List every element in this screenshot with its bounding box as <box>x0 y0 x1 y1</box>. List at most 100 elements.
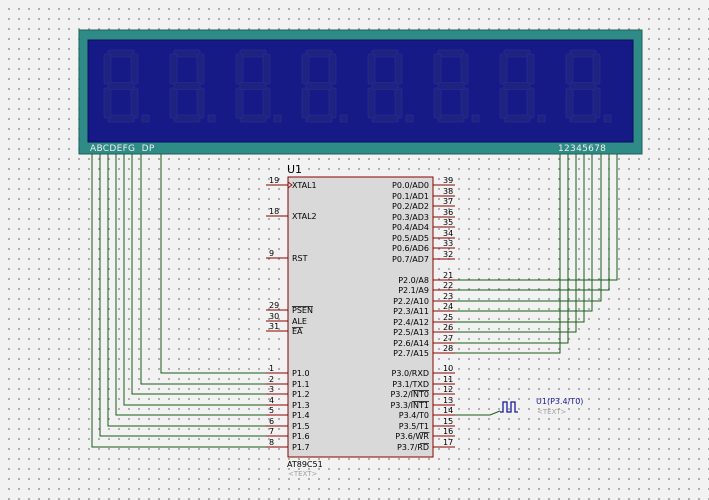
pin-name: P1.6 <box>292 432 310 441</box>
digit-5-segment-c <box>394 87 403 119</box>
digit-3-segment-a <box>239 49 267 58</box>
digit-5-segment-g <box>371 82 399 90</box>
generator-label: U1(P3.4/T0) <box>536 397 583 406</box>
digit-8-segment-e <box>565 87 574 119</box>
digit-8-segment-b <box>592 53 601 85</box>
wire-p2-5 <box>455 154 577 333</box>
pin-number: 34 <box>443 229 453 238</box>
digit-6-segment-d <box>437 114 465 123</box>
pin-p1-4[interactable]: 5P1.4 <box>266 406 310 420</box>
digit-2 <box>169 49 216 123</box>
pin-number: 15 <box>443 417 453 426</box>
wire-p1-7 <box>91 154 266 448</box>
pin-p1-7[interactable]: 8P1.7 <box>266 438 310 452</box>
digit-3-segment-e <box>235 87 244 119</box>
wire-p2-3 <box>455 154 593 312</box>
pin-name: EA <box>292 327 303 336</box>
digit-7-segment-f <box>499 53 508 85</box>
digit-6-decimal-point <box>471 114 480 123</box>
clock-generator[interactable]: U1(P3.4/T0) <TEXT> <box>500 397 583 416</box>
wire-p1-4 <box>115 154 266 416</box>
digit-3-segment-b <box>262 53 271 85</box>
pin-p1-2[interactable]: 3P1.2 <box>266 385 310 399</box>
digit-7-segment-a <box>503 49 531 58</box>
pin-p1-1[interactable]: 2P1.1 <box>266 375 310 389</box>
pin-number: 9 <box>269 249 274 258</box>
pin-p1-5[interactable]: 6P1.5 <box>266 417 310 431</box>
wire-p2-2 <box>455 154 602 302</box>
pin-name: P1.3 <box>292 401 310 410</box>
pin-number: 29 <box>269 301 279 310</box>
pin-number: 31 <box>269 322 279 331</box>
digit-5-segment-f <box>367 53 376 85</box>
chip-body[interactable] <box>287 176 434 458</box>
pin-p1-6[interactable]: 7P1.6 <box>266 427 310 441</box>
pin-number: 36 <box>443 208 453 217</box>
pin-number: 1 <box>269 364 274 373</box>
pin-name: P1.7 <box>292 443 310 452</box>
pin-p1-3[interactable]: 4P1.3 <box>266 396 310 410</box>
digit-6 <box>433 49 480 123</box>
digit-1-decimal-point <box>141 114 150 123</box>
pin-name: P2.4/A12 <box>393 318 429 327</box>
wire-p1-1 <box>140 154 266 385</box>
pin-p1-0[interactable]: 1P1.0 <box>266 364 310 378</box>
pin-name: P3.6/WR <box>395 432 429 441</box>
wire-p1-2 <box>131 154 266 395</box>
wire-p2-7 <box>455 154 561 354</box>
digit-6-segment-a <box>437 49 465 58</box>
pin-name: P2.7/A15 <box>393 349 429 358</box>
digit-6-segment-b <box>460 53 469 85</box>
digit-4-segment-c <box>328 87 337 119</box>
display-digits <box>103 49 612 123</box>
digit-4-segment-f <box>301 53 310 85</box>
pin-number: 27 <box>443 334 453 343</box>
seven-segment-display[interactable]: ABCDEFG DP 12345678 <box>78 29 643 155</box>
digit-1-segment-b <box>130 53 139 85</box>
chip-text-placeholder: <TEXT> <box>288 470 318 478</box>
microcontroller-u1[interactable]: U1 19XTAL118XTAL29RST29PSEN30ALE31EA1P1.… <box>266 163 455 478</box>
pin-name: P0.1/AD1 <box>392 192 429 201</box>
wire-p1-5 <box>107 154 266 427</box>
pin-name: P1.4 <box>292 411 310 420</box>
wire-p2-0 <box>455 154 618 281</box>
pin-name: P0.5/AD5 <box>392 234 429 243</box>
digit-5-segment-d <box>371 114 399 123</box>
pin-name: P3.2/INT0 <box>390 390 429 399</box>
digit-6-segment-c <box>460 87 469 119</box>
digit-3 <box>235 49 282 123</box>
pulse-generator-icon[interactable] <box>500 401 518 413</box>
pin-number: 18 <box>269 207 279 216</box>
